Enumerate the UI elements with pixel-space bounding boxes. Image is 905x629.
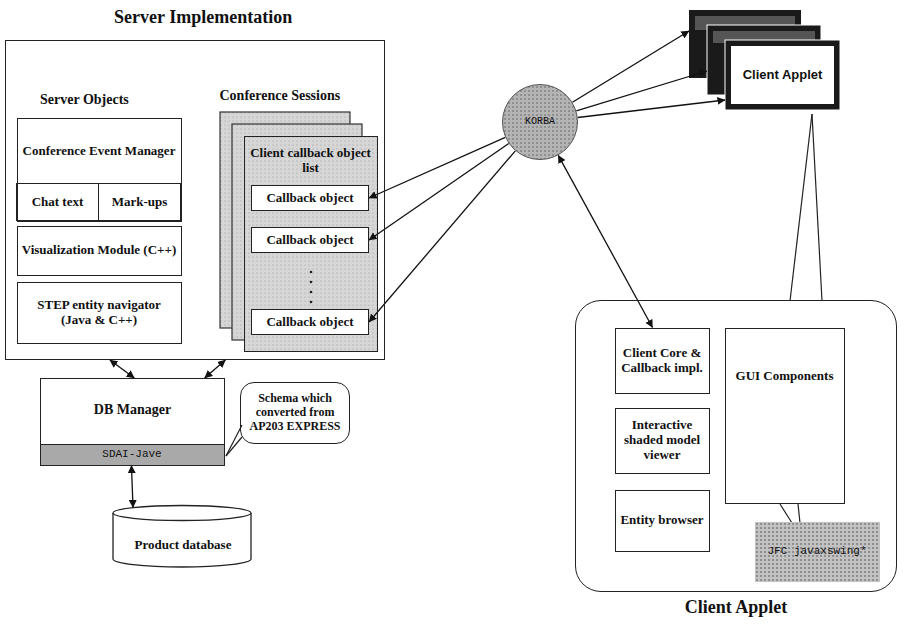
node-label: Product database bbox=[135, 538, 232, 553]
callback-box: Callback object bbox=[251, 309, 369, 335]
text-region: Client Core & Callback impl. bbox=[616, 329, 709, 393]
text-region: Callback object bbox=[252, 310, 368, 334]
bubble-tail bbox=[812, 114, 822, 301]
process-box: Chat text Mark-ups Conference Event Manage… bbox=[17, 118, 182, 222]
connector-arrow bbox=[369, 151, 515, 322]
database-cylinder bbox=[113, 506, 251, 521]
library-note: JFC javaxswing* bbox=[755, 522, 880, 582]
process-box: Visualization Module (C++) bbox=[17, 226, 182, 276]
connector-arrow bbox=[369, 137, 505, 198]
connector-arrow bbox=[205, 360, 226, 378]
node-label: Schema which converted from AP203 EXPRES… bbox=[245, 392, 345, 433]
text-region: SDAI-Jave bbox=[41, 445, 224, 465]
connector-arrow bbox=[369, 144, 509, 240]
text-region: Product database bbox=[113, 523, 253, 567]
api-band: SDAI-Jave bbox=[40, 444, 225, 466]
callout-tail bbox=[798, 504, 800, 523]
callback-list: Callback objectCallback objectCallback o… bbox=[244, 136, 378, 352]
connector-arrow bbox=[572, 31, 689, 102]
node-label: Conference Event Manager bbox=[23, 144, 176, 159]
connector-arrow bbox=[131, 466, 133, 508]
heading: Client Applet bbox=[576, 597, 896, 618]
node-label: KORBA bbox=[525, 116, 555, 128]
node-label: Client Core & Callback impl. bbox=[620, 346, 705, 376]
text-region: Mark-ups bbox=[99, 184, 180, 220]
callout-tail bbox=[226, 437, 242, 456]
text-region: Client callback object list bbox=[245, 139, 377, 183]
process-box: Client Core & Callback impl. bbox=[615, 328, 710, 394]
text-region: Callback object bbox=[252, 228, 368, 252]
ellipsis-dot bbox=[310, 281, 313, 284]
node-label: SDAI-Jave bbox=[102, 448, 161, 461]
bubble-tail bbox=[790, 114, 812, 301]
node-label: Entity browser bbox=[620, 513, 703, 528]
process-box: Mark-ups bbox=[98, 183, 181, 221]
node-label: DB Manager bbox=[94, 402, 171, 418]
session-page bbox=[244, 136, 378, 352]
text-region: Schema which converted from AP203 EXPRES… bbox=[241, 383, 349, 443]
ellipsis-dot bbox=[310, 291, 313, 294]
process-box: GUI Components bbox=[725, 328, 845, 504]
client-applet-stack: Client Applet bbox=[689, 10, 841, 110]
ellipsis-dot bbox=[310, 271, 313, 274]
heading: Conference Sessions bbox=[220, 88, 341, 104]
connector-arrow bbox=[578, 100, 725, 118]
text-region: KORBA bbox=[503, 85, 577, 159]
process-box: Interactive shaded model viewer bbox=[615, 408, 710, 474]
text-region: STEP entity navigator (Java & C++) bbox=[18, 283, 181, 343]
server-box: Chat text Mark-ups Conference Event Manage… bbox=[5, 40, 385, 360]
note-callout: Schema which converted from AP203 EXPRES… bbox=[240, 382, 350, 444]
text-region: GUI Components bbox=[726, 357, 844, 397]
text-region: Visualization Module (C++) bbox=[18, 227, 181, 275]
database-cylinder: Product database bbox=[113, 505, 253, 569]
text-region: Conference Event Manager bbox=[18, 119, 181, 185]
orb-circle: KORBA bbox=[502, 84, 578, 160]
column-heading: Server Objects bbox=[40, 92, 129, 108]
node-label: Callback object bbox=[266, 191, 353, 206]
node-label: STEP entity navigator (Java & C++) bbox=[22, 298, 177, 328]
text-region: Entity browser bbox=[616, 491, 709, 551]
text-region: Interactive shaded model viewer bbox=[616, 409, 709, 473]
connector-arrow bbox=[110, 360, 134, 378]
text-region: Client Applet bbox=[731, 46, 834, 104]
callback-box: Callback object bbox=[251, 227, 369, 253]
node-label: JFC javaxswing* bbox=[767, 545, 866, 558]
session-stack: Callback objectCallback objectCallback o… bbox=[220, 112, 378, 352]
applet-card bbox=[725, 40, 840, 110]
node-label: Mark-ups bbox=[112, 195, 168, 210]
node-label: Interactive shaded model viewer bbox=[620, 418, 705, 463]
connector-arrow bbox=[558, 155, 652, 327]
applet-screen bbox=[731, 46, 834, 104]
text-region: Chat text bbox=[17, 184, 98, 220]
text-region: Callback object bbox=[252, 186, 368, 210]
node-label: Callback object bbox=[266, 315, 353, 330]
process-box: Chat text bbox=[16, 183, 99, 221]
node-label: Client Applet bbox=[743, 68, 823, 83]
node-label: GUI Components bbox=[736, 369, 834, 384]
process-box: Entity browser bbox=[615, 490, 710, 552]
node-label: Chat text bbox=[32, 195, 84, 210]
heading: Server Implementation bbox=[114, 7, 292, 28]
text-region: DB Manager bbox=[41, 379, 224, 441]
node-label: Visualization Module (C++) bbox=[22, 243, 176, 258]
client-bubble: Client Core & Callback impl. Interactive … bbox=[575, 300, 897, 592]
text-region: JFC javaxswing* bbox=[755, 522, 880, 582]
node-label: Client callback object list bbox=[249, 146, 373, 176]
process-box: STEP entity navigator (Java & C++) bbox=[17, 282, 182, 344]
node-label: Callback object bbox=[266, 233, 353, 248]
callback-box: Callback object bbox=[251, 185, 369, 211]
db-manager-box: SDAI-Jave DB Manager bbox=[40, 378, 225, 466]
ellipsis-dot bbox=[310, 301, 313, 304]
callout-tail bbox=[780, 504, 792, 523]
